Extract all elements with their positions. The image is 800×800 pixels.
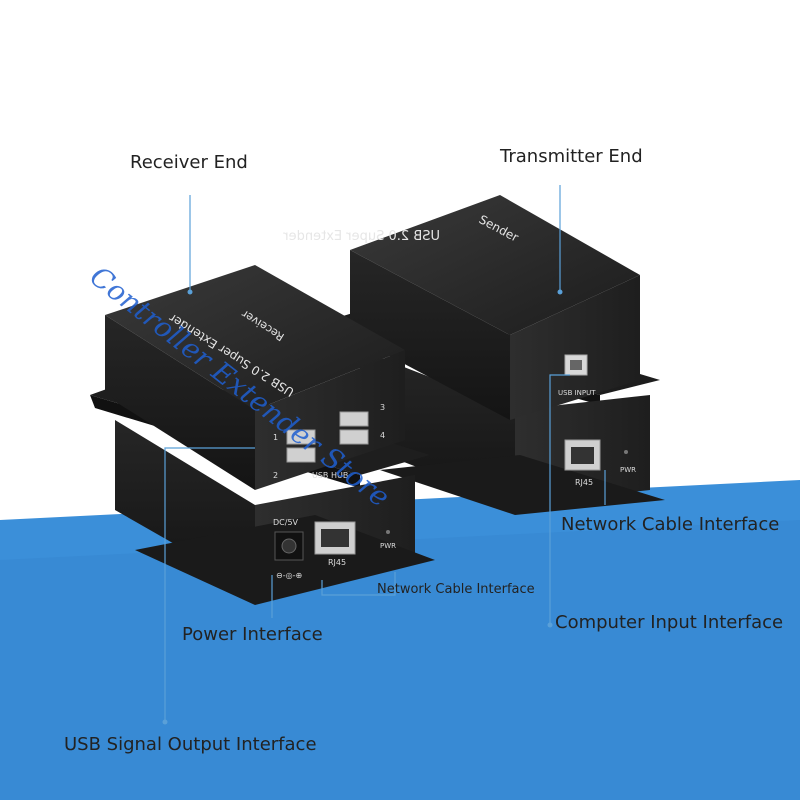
receiver-usb-hub-label: USB HUB [312, 471, 348, 480]
transmitter-top-face [350, 195, 640, 335]
label-power-interface: Power Interface [182, 624, 323, 645]
transmitter-pwr-label: PWR [620, 466, 636, 474]
background-blue-highlight [0, 520, 800, 800]
receiver-pwr-led [386, 530, 390, 534]
transmitter-rj45-label: RJ45 [575, 478, 593, 487]
label-receiver-end: Receiver End [130, 152, 248, 173]
receiver-dc-port [274, 531, 304, 561]
receiver-top-face [105, 265, 405, 410]
transmitter-top-text-1: USB 2.0 Super Extender [283, 229, 440, 244]
transmitter-usb-input-label: USB INPUT [558, 389, 596, 397]
label-transmitter-end: Transmitter End [500, 146, 643, 167]
label-usb-signal-output-interface: USB Signal Output Interface [64, 734, 317, 755]
callout-dots [162, 289, 563, 725]
label-network-cable-interface-left: Network Cable Interface [377, 582, 535, 597]
receiver-port-3: 3 [380, 403, 385, 412]
receiver-port-1: 1 [273, 433, 278, 442]
receiver-device: USB 2.0 Super Extender Receiver USB HUB … [90, 265, 435, 605]
receiver-polarity-symbol: ⊖-◎-⊕ [276, 571, 302, 580]
label-network-cable-interface-right: Network Cable Interface [561, 514, 780, 535]
receiver-rj45-label: RJ45 [328, 558, 346, 567]
receiver-usb-hub: USB HUB 1 2 3 4 [273, 403, 385, 480]
receiver-port-2: 2 [273, 471, 278, 480]
receiver-dc-label: DC/5V [273, 518, 299, 527]
label-computer-input-interface: Computer Input Interface [555, 612, 784, 633]
transmitter-base-plate [380, 455, 665, 515]
receiver-port-4: 4 [380, 431, 385, 440]
callout-lines [164, 185, 606, 722]
receiver-pwr-label: PWR [380, 542, 396, 550]
transmitter-upper-front [510, 275, 640, 420]
transmitter-device: USB 2.0 Super Extender Sender USB INPUT … [283, 195, 665, 515]
transmitter-pwr-led [624, 450, 628, 454]
